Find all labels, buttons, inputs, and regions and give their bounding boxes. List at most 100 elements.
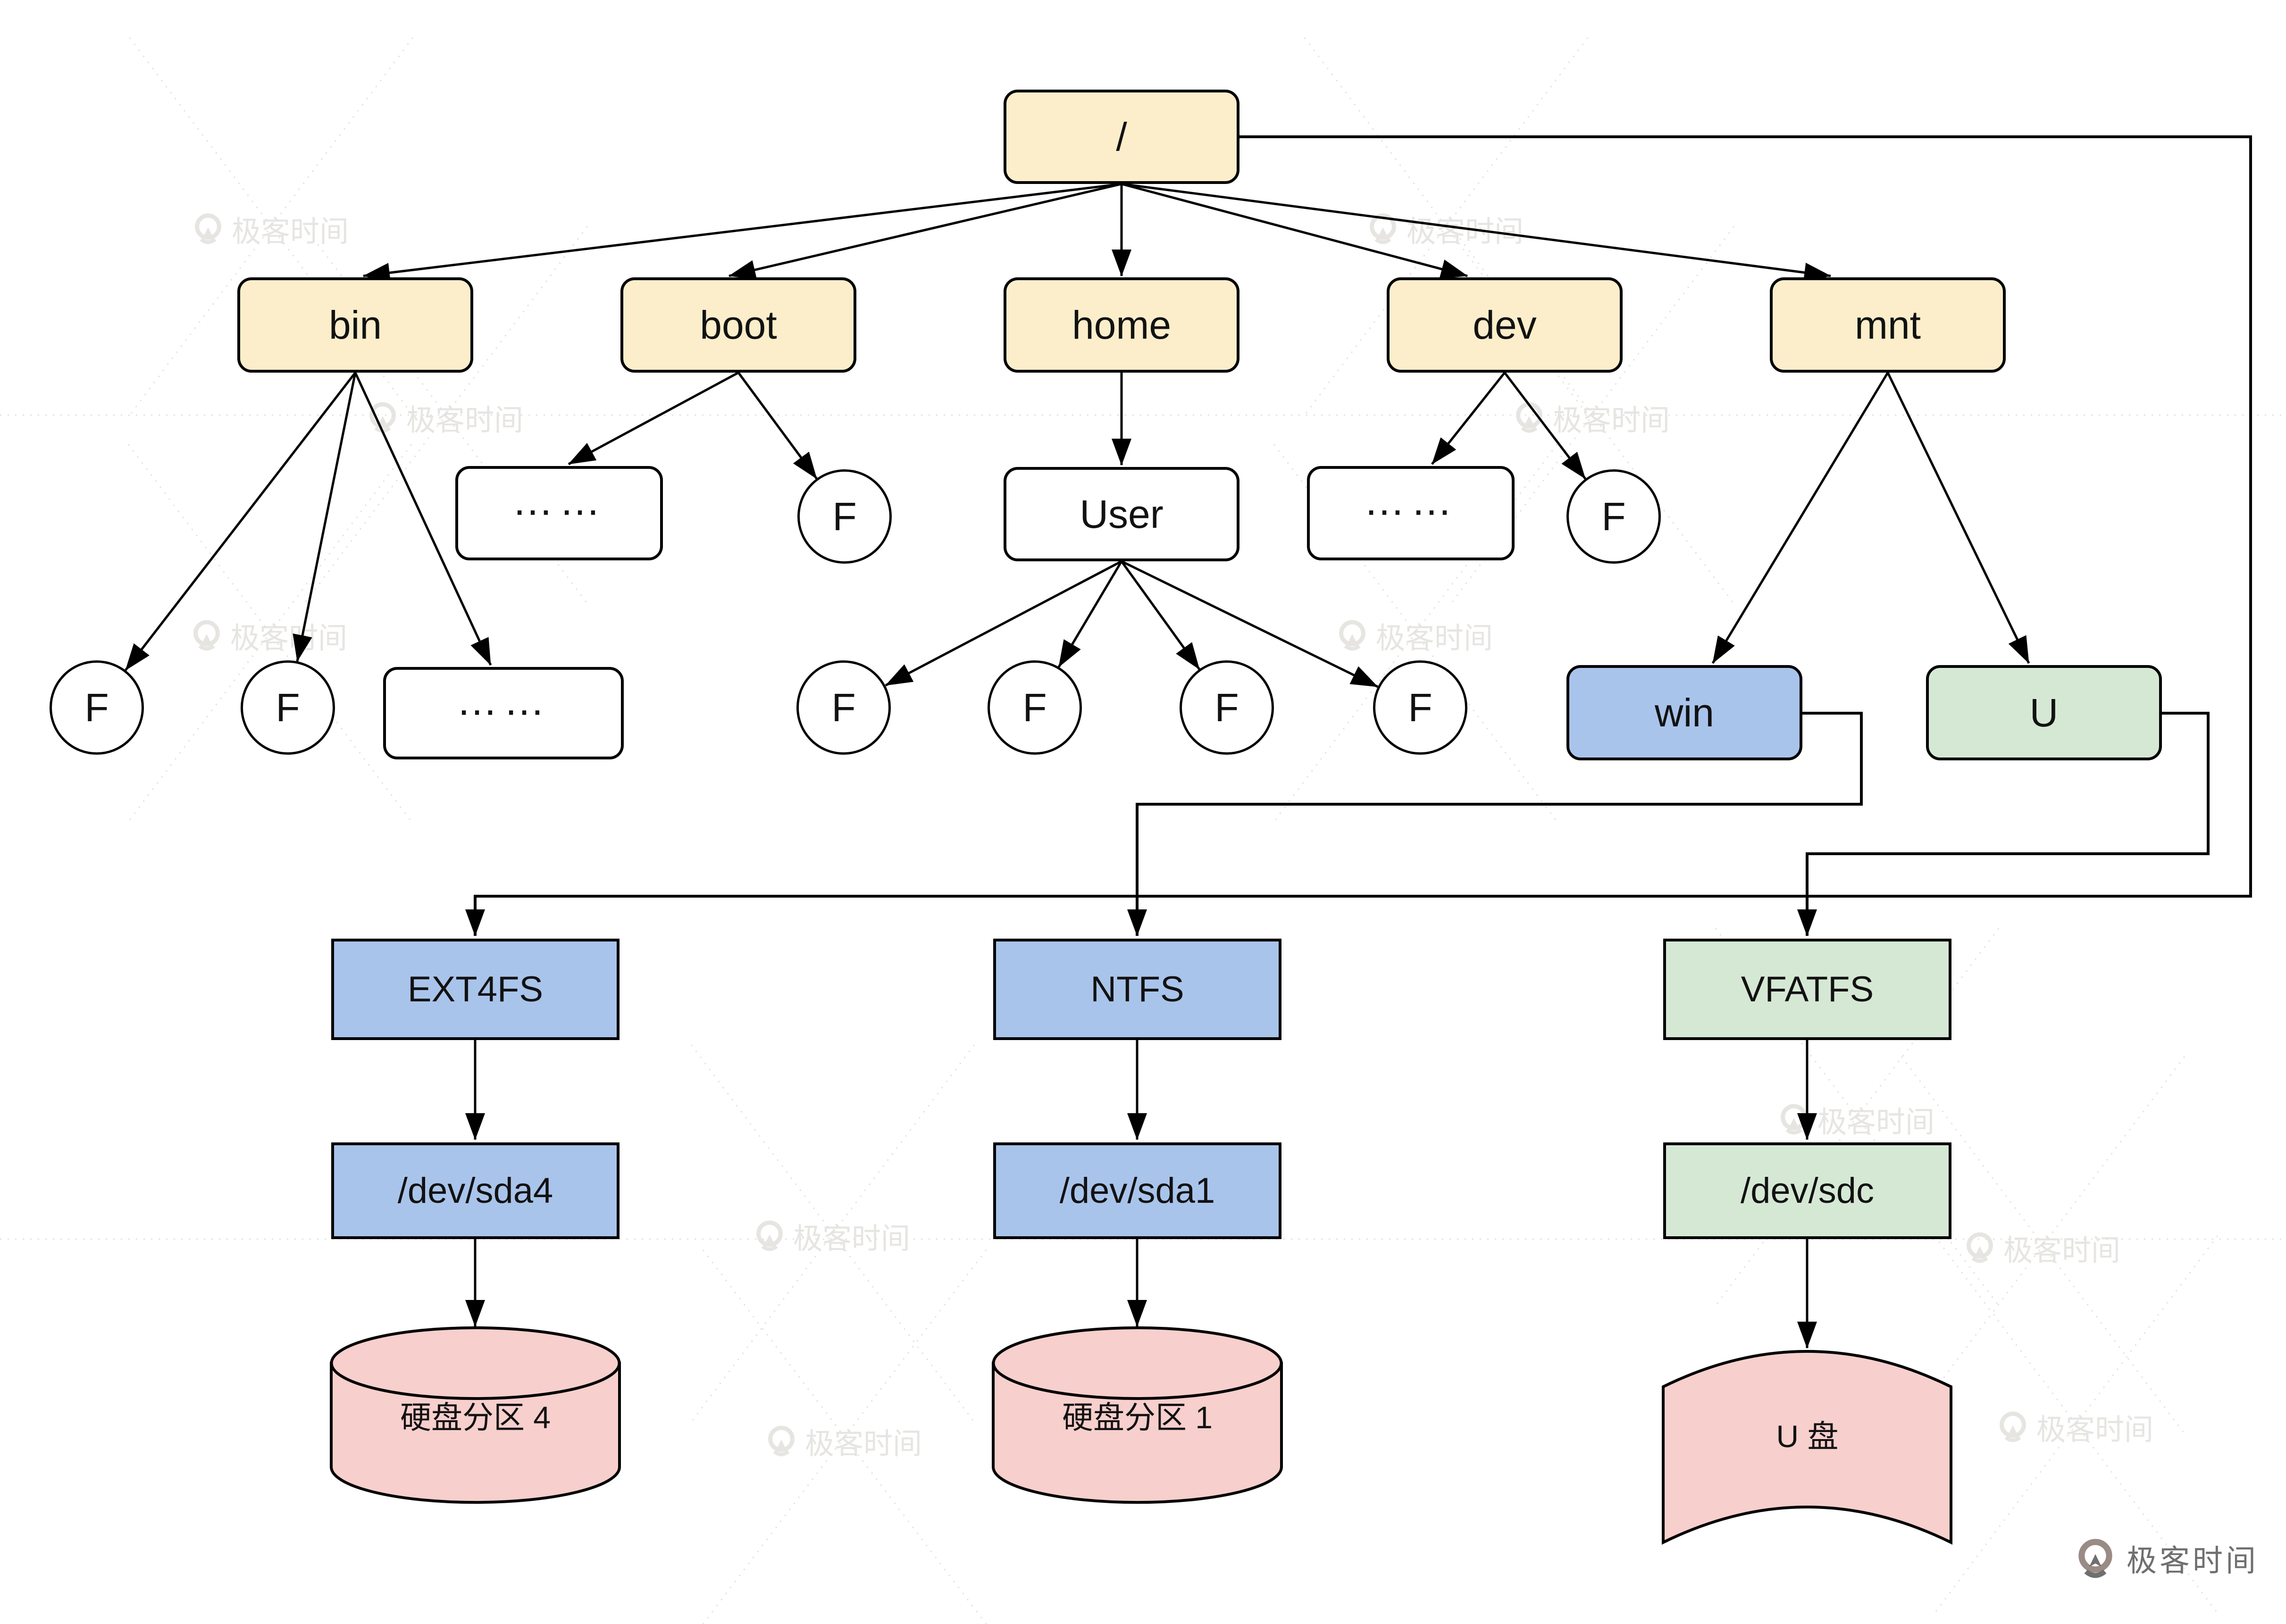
file-label: F [276,685,300,730]
geektime-watermark-icon [1967,1232,1993,1263]
node-user-label: User [1080,492,1164,536]
watermark-text: 极客时间 [406,404,524,437]
arrow-bin-dots [354,372,492,666]
arrow-dev-dots [1431,372,1506,465]
arrow-mnt-usb [1886,372,2030,664]
device-sda1-label: /dev/sda1 [1059,1170,1215,1211]
file-circle-boot: F [797,469,892,564]
watermark-text: 极客时间 [2036,1414,2154,1446]
arrow-user-f3 [1120,560,1201,670]
device-sda1: /dev/sda1 [993,1142,1281,1239]
geektime-watermark-icon [768,1425,795,1457]
disk-partition4-label: 硬盘分区 4 [400,1400,551,1435]
watermark: 极客时间 [1512,396,1670,439]
node-dev-label: dev [1473,303,1537,347]
watermark: 极客时间 [366,396,523,439]
file-label: F [1601,494,1626,539]
node-user: User [1004,467,1239,561]
watermark: 极客时间 [764,1420,922,1462]
fs-vfatfs-label: VFATFS [1741,969,1874,1009]
watermark: 极客时间 [1366,208,1524,250]
fs-ext4fs-label: EXT4FS [407,969,544,1009]
file-circle-user-4: F [1373,660,1467,755]
arrow-root-bin [363,183,1122,283]
geektime-watermark-icon [1339,620,1365,651]
device-sda4-label: /dev/sda4 [397,1170,553,1211]
geektime-brand: 极客时间 [2074,1537,2259,1580]
node-dev: dev [1387,277,1623,373]
file-label: F [832,494,857,539]
node-boot-label: boot [700,303,777,347]
node-root-label: / [1116,115,1127,159]
watermark-text: 极客时间 [232,216,349,248]
dots-box-bin: …… [383,667,624,759]
fs-ext4fs: EXT4FS [331,939,620,1040]
arrow-user-f2 [1057,560,1123,668]
arrow-user-f1 [885,560,1122,687]
file-circle-user-3: F [1180,660,1274,755]
storage-arrows [465,1040,1817,1349]
connector-usb-vfatfs [1797,712,2210,936]
geektime-brand-text: 极客时间 [2127,1544,2259,1578]
disk-cylinder-partition4 [330,1326,621,1504]
geektime-watermark-icon [193,620,220,651]
node-mnt-label: mnt [1854,303,1921,347]
arrow-boot-f [737,372,818,480]
dots-box-boot: …… [455,466,663,560]
disk-cylinder-partition1 [992,1326,1283,1504]
device-sdc-label: /dev/sdc [1740,1170,1875,1211]
geektime-logo-icon [2078,1539,2112,1578]
node-boot: boot [620,277,856,373]
usb-disk-label: U 盘 [1776,1419,1839,1454]
node-win-label: win [1654,691,1715,735]
watermark-text: 极客时间 [793,1223,911,1255]
dots-label: …… [456,677,551,724]
watermark: 极客时间 [191,208,349,250]
watermark-text: 极客时间 [1817,1106,1935,1139]
device-sdc: /dev/sdc [1663,1142,1951,1239]
tree-arrows [125,183,2030,688]
file-circle-dev: F [1566,469,1661,564]
watermark-dotted-lines [0,37,2286,1624]
watermark: 极客时间 [1335,614,1493,657]
dots-label: …… [512,477,606,524]
fs-vfatfs: VFATFS [1663,939,1951,1040]
watermark: 极客时间 [1777,1098,1934,1141]
connector-root-ext4fs [465,135,2252,936]
file-circle-bin-2: F [241,660,335,755]
node-mnt: mnt [1770,277,2006,373]
fs-ntfs: NTFS [993,939,1281,1040]
arrow-bin-f1 [125,372,356,671]
node-bin: bin [237,277,473,373]
file-label: F [84,685,109,730]
watermark-text: 极客时间 [1376,622,1493,655]
geektime-watermark-icon [195,213,221,244]
file-label: F [1214,685,1239,730]
file-circle-user-1: F [796,660,891,755]
watermark-text: 极客时间 [230,622,348,655]
file-label: F [1408,685,1432,730]
file-circle-bin-1: F [50,660,144,755]
node-home: home [1004,277,1239,373]
connector-win-ntfs [1127,712,1863,936]
geektime-watermark-icon [1370,213,1396,244]
file-circle-user-2: F [988,660,1082,755]
arrow-root-boot [729,183,1122,280]
arrow-mnt-win [1711,372,1889,664]
device-sda4: /dev/sda4 [331,1142,620,1239]
mount-connectors [465,135,2252,936]
arrow-root-dev [1121,183,1468,279]
watermark: 极客时间 [1996,1406,2153,1448]
arrow-root-mnt [1121,183,1831,283]
node-win: win [1566,665,1802,760]
watermark: 极客时间 [190,614,347,657]
file-label: F [1022,685,1047,730]
arrow-dev-f [1504,372,1586,480]
arrow-boot-dots [568,371,739,466]
arrow-user-f4 [1121,560,1379,688]
node-home-label: home [1072,303,1172,347]
arrow-bin-f2 [293,372,357,662]
file-label: F [831,685,856,730]
dots-label: …… [1364,477,1458,524]
